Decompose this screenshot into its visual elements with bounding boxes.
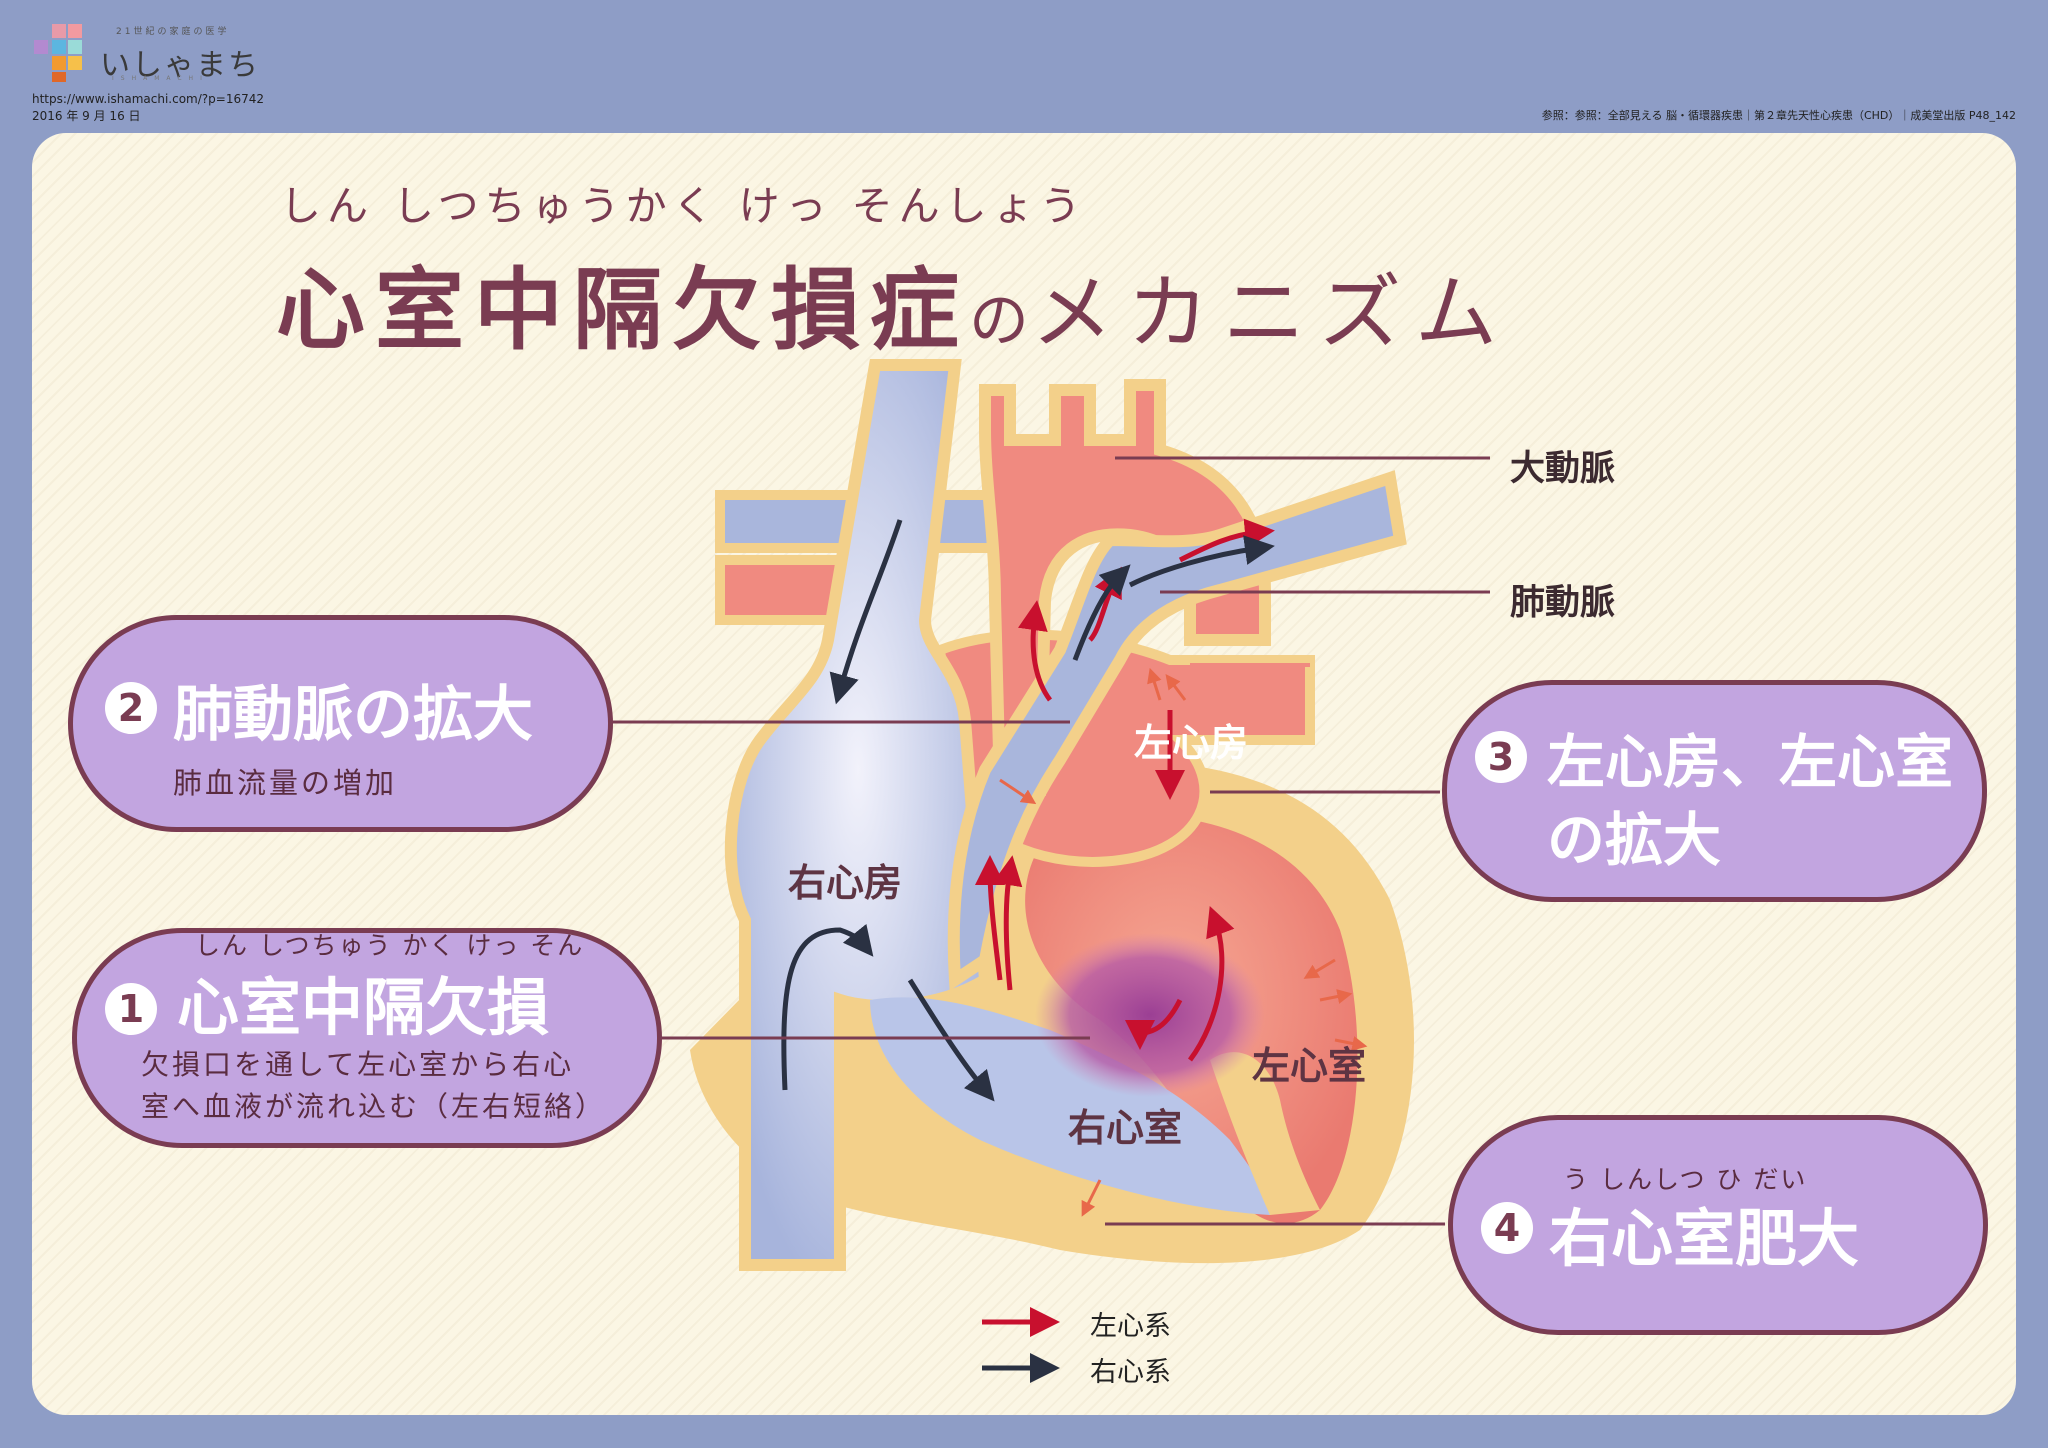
label-pulmonary-artery: 肺動脈 bbox=[1510, 583, 1616, 623]
logo-mark bbox=[34, 24, 82, 82]
callout-number: 4 bbox=[1481, 1202, 1533, 1254]
label-right-ventricle: 右心室 bbox=[1068, 1106, 1183, 1150]
callout-ruby: う しんしつ ひ だい bbox=[1563, 1165, 1808, 1194]
callout-number: 2 bbox=[105, 682, 157, 734]
callout-desc-line2: 室へ血液が流れ込む（左右短絡） bbox=[141, 1090, 607, 1123]
callout-title: 肺動脈の拡大 bbox=[173, 680, 533, 750]
label-left-atrium: 左心房 bbox=[1134, 721, 1249, 765]
callout-vsd: 1 しん しつちゅう かく けっ そん 心室中隔欠損 欠損口を通して左心室から右… bbox=[72, 928, 662, 1148]
pressure-arrows bbox=[999, 667, 1368, 1217]
callout-title: 心室中隔欠損 bbox=[177, 971, 550, 1044]
legend-arrows bbox=[982, 1307, 1060, 1383]
source-url: https://www.ishamachi.com/?p=16742 bbox=[32, 92, 264, 106]
callout-title-line1: 左心房、左心室 bbox=[1547, 728, 1954, 796]
logo-text: いしゃまち bbox=[100, 48, 260, 83]
callout-title: 右心室肥大 bbox=[1549, 1202, 1860, 1275]
vena-cava-shape bbox=[724, 359, 992, 1271]
logo-tagline: 21世紀の家庭の医学 bbox=[116, 27, 230, 37]
callout-number: 1 bbox=[105, 983, 157, 1035]
label-left-ventricle: 左心室 bbox=[1252, 1044, 1367, 1088]
vsd-highlight bbox=[1035, 933, 1265, 1097]
title-suffix: メカニズム bbox=[1031, 266, 1512, 361]
callout-ruby: しん しつちゅう かく けっ そん bbox=[195, 931, 585, 960]
logo-roman: ISHAMACHI bbox=[112, 75, 209, 82]
callout-rv-hypertrophy: 4 う しんしつ ひ だい 右心室肥大 bbox=[1448, 1115, 1988, 1335]
legend-right-system: 右心系 bbox=[1090, 1357, 1171, 1388]
right-ventricle-shape bbox=[870, 997, 1273, 1215]
callout-desc-line1: 欠損口を通して左心室から右心 bbox=[141, 1048, 575, 1081]
callout-title-line2: の拡大 bbox=[1547, 806, 1722, 874]
legend-left-system: 左心系 bbox=[1090, 1311, 1171, 1342]
title-main: 心室中隔欠損症 bbox=[276, 258, 969, 362]
page-title: 心室中隔欠損症のメカニズム bbox=[276, 238, 1511, 367]
label-right-atrium: 右心房 bbox=[788, 861, 903, 905]
title-ruby: しん しつちゅうかく けっ そんしょう bbox=[280, 182, 1087, 230]
callout-number: 3 bbox=[1475, 731, 1527, 783]
publish-date: 2016 年 9 月 16 日 bbox=[32, 109, 141, 123]
callout-subtitle: 肺血流量の増加 bbox=[173, 766, 398, 800]
label-aorta: 大動脈 bbox=[1510, 449, 1616, 489]
reference-note: 参照：参照：全部見える 脳・循環器疾患｜第２章先天性心疾患（CHD）｜成美堂出版… bbox=[1541, 109, 2016, 122]
callout-pulmonary-enlargement: 2 肺動脈の拡大 肺血流量の増加 bbox=[68, 615, 613, 832]
title-particle: の bbox=[969, 286, 1031, 356]
leader-lines bbox=[610, 456, 1490, 1226]
callout-left-heart-enlargement: 3 左心房、左心室 の拡大 bbox=[1442, 680, 1987, 902]
